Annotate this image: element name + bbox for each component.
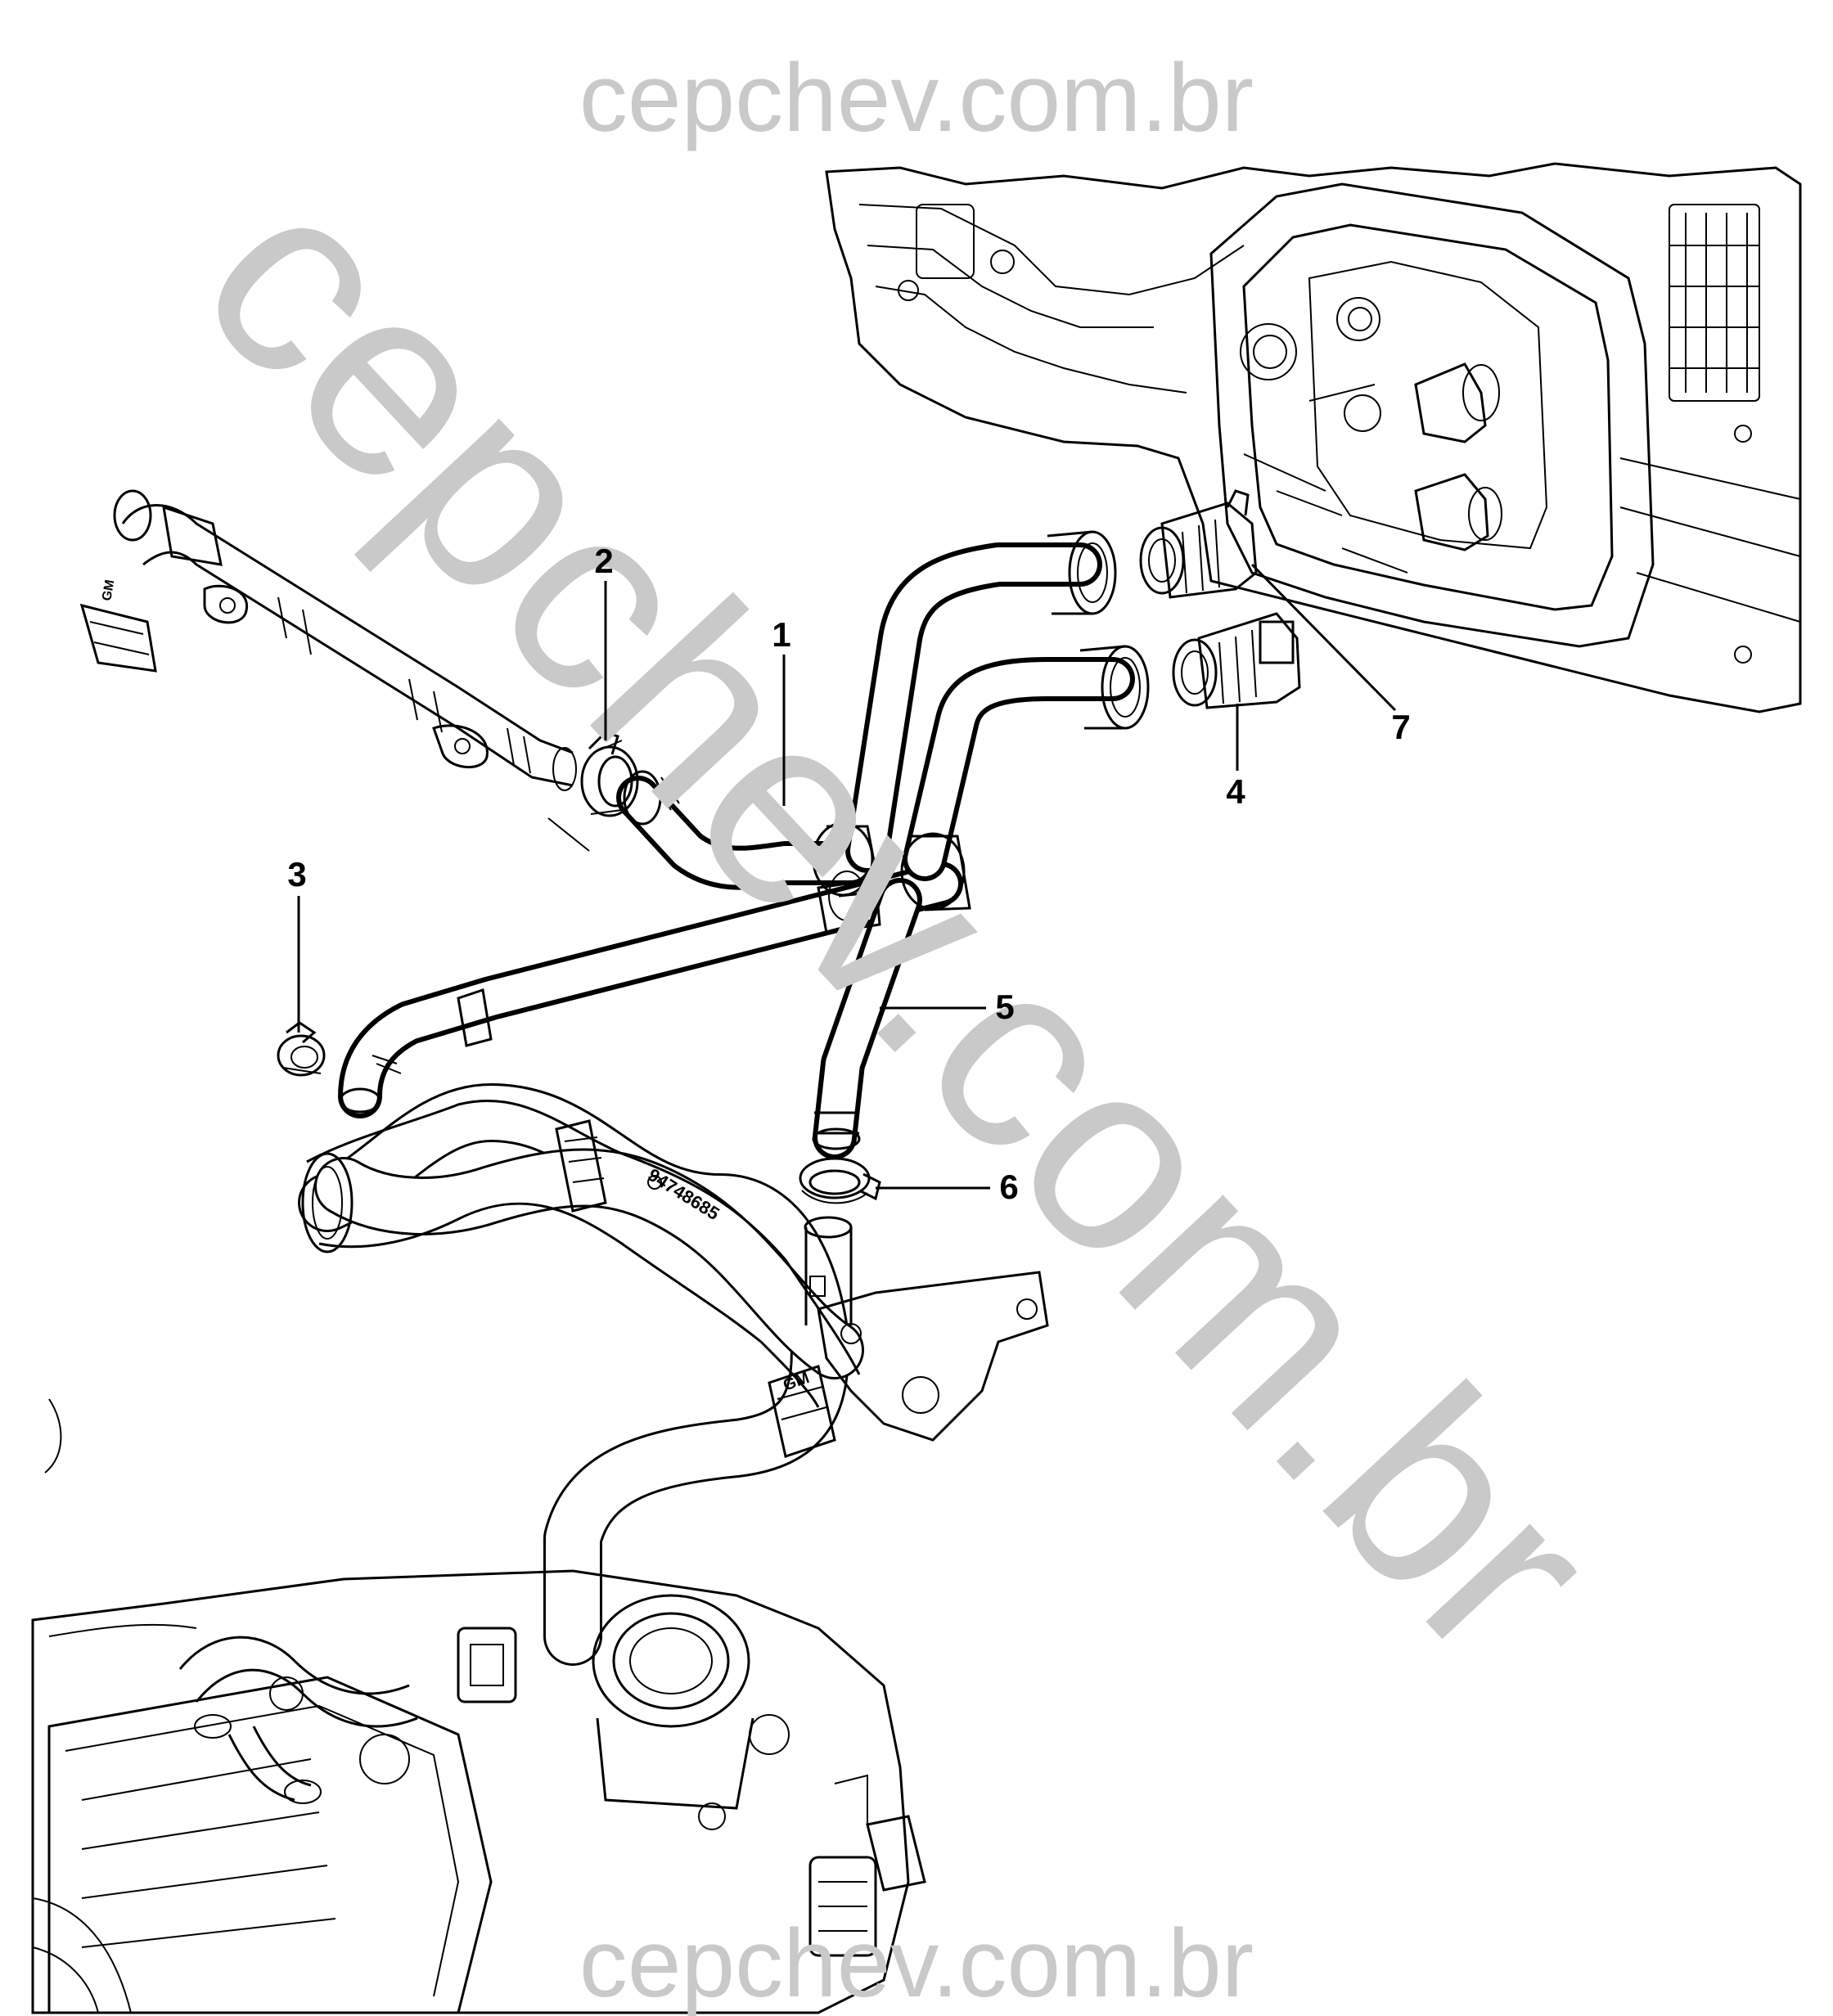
callout-2-number: 2	[594, 542, 613, 580]
callout-2: 2	[594, 542, 614, 740]
watermark-bottom: cepchev.com.br	[579, 1910, 1254, 2016]
coolant-pipe-upper-left: GM	[79, 489, 577, 791]
callout-5-number: 5	[995, 988, 1014, 1026]
callout-4-number: 4	[1226, 772, 1245, 811]
hose-clamp-item-6	[799, 1157, 881, 1204]
watermark-top: cepchev.com.br	[579, 44, 1254, 152]
pipe-brand-mark: GM	[100, 578, 117, 601]
callout-5: 5	[880, 988, 1015, 1026]
callout-6: 6	[876, 1168, 1019, 1206]
engine-block	[31, 1398, 926, 2014]
heater-hose-assembly	[338, 530, 1150, 1159]
hose-clamp-item-3	[277, 1021, 326, 1077]
radiator-inlet-hose	[298, 817, 849, 1666]
callout-3-number: 3	[287, 855, 306, 893]
hvac-module	[825, 162, 1802, 713]
callout-1-number: 1	[772, 615, 790, 654]
callout-7-number: 7	[1391, 708, 1410, 746]
hose-clamp-item-2	[580, 731, 639, 817]
watermark-diagonal: cepchev.com.br	[145, 128, 1653, 1714]
thermostat-bracket: GM	[768, 1216, 1049, 1458]
radiator-upper-hose: 94748685	[301, 1100, 864, 1408]
callout-1: 1	[772, 615, 791, 806]
callout-6-number: 6	[999, 1168, 1018, 1206]
quick-connector-item-7	[1139, 489, 1258, 599]
quick-connector-item-4	[1172, 612, 1301, 709]
callout-7: 7	[1250, 563, 1411, 746]
callout-3: 3	[287, 855, 307, 1033]
callout-4: 4	[1226, 704, 1245, 811]
